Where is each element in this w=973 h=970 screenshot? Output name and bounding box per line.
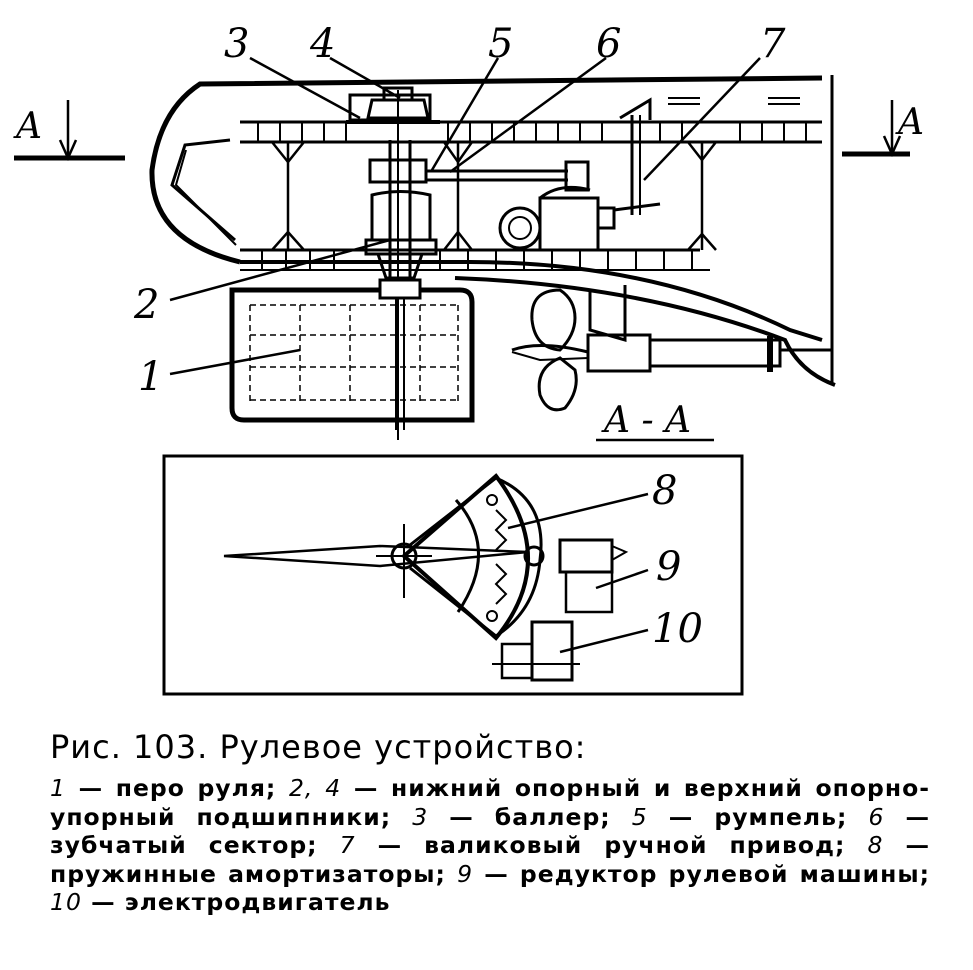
figure-caption: Рис. 103. Рулевое устройство: 1 — перо р… — [50, 728, 930, 917]
lower-bearing — [364, 190, 438, 280]
steering-gear-drawing: A A 3 4 5 6 7 2 1 A - A — [13, 21, 924, 696]
legend-text: — перо руля; — [65, 774, 289, 802]
legend-number: 2, 4 — [288, 774, 342, 802]
leader-lines — [169, 56, 761, 376]
section-view — [162, 454, 744, 696]
callout-2: 2 — [133, 282, 159, 328]
section-view-title: A - A — [601, 400, 691, 441]
legend-number: 5 — [631, 802, 648, 831]
section-letter-right: A — [895, 102, 924, 143]
callout-10: 10 — [652, 606, 703, 652]
callout-4: 4 — [309, 21, 335, 67]
legend-item: 9 — редуктор рулевой машины; — [457, 860, 930, 888]
legend-item: 2, 4 — нижний опорный и верхний опорно-у… — [50, 774, 930, 831]
callout-9: 9 — [656, 544, 681, 590]
steering-machine — [496, 160, 661, 252]
legend-item: 6 — зубчатый сектор; — [50, 803, 930, 860]
callout-1: 1 — [138, 354, 163, 400]
legend-item: 7 — валиковый ручной привод; — [340, 831, 868, 859]
legend-text: — зубчатый сектор; — [50, 802, 930, 860]
section-mark-left: A — [13, 100, 125, 162]
legend-number: 10 — [50, 888, 82, 916]
legend-number: 7 — [339, 831, 356, 859]
callout-8: 8 — [652, 468, 677, 514]
legend-text: — редуктор рулевой машины; — [473, 859, 930, 888]
tiller — [368, 158, 568, 184]
section-letter-left: A — [13, 106, 42, 147]
callout-5: 5 — [488, 21, 513, 67]
upper-bearing — [346, 86, 440, 124]
legend-item: 10 — электродвигатель — [50, 888, 390, 916]
hand-drive — [619, 97, 800, 215]
legend-item: 1 — перо руля; — [50, 774, 289, 802]
legend-text: — нижний опорный и верхний опорно-упорны… — [50, 774, 930, 831]
caption-title: Рис. 103. Рулевое устройство: — [50, 728, 587, 766]
legend-text: — румпель; — [647, 802, 869, 831]
legend-text: — баллер; — [428, 802, 632, 831]
legend-item: 8 — пружинные амортизаторы; — [50, 831, 930, 888]
callout-6: 6 — [596, 21, 621, 67]
section-leader-lines — [507, 492, 649, 654]
legend-number: 9 — [457, 859, 474, 888]
callout-3: 3 — [224, 21, 249, 67]
rudder-blade — [229, 278, 475, 423]
legend-number: 6 — [868, 802, 885, 831]
legend-text: — валиковый ручной привод; — [355, 831, 868, 859]
legend-text: — электродвигатель — [81, 888, 391, 916]
hull-section — [149, 75, 836, 412]
legend-text: — пружинные амортизаторы; — [50, 831, 930, 888]
callout-7: 7 — [760, 21, 786, 67]
legend-number: 1 — [50, 774, 66, 802]
legend-item: 5 — румпель; — [632, 803, 869, 831]
legend-number: 8 — [867, 831, 884, 859]
legend-item: 3 — баллер; — [412, 803, 632, 831]
legend-number: 3 — [412, 802, 429, 831]
caption-legend: 1 — перо руля; 2, 4 — нижний опорный и в… — [50, 774, 930, 917]
section-mark-right: A — [842, 100, 924, 158]
rudder-stock — [388, 90, 412, 440]
